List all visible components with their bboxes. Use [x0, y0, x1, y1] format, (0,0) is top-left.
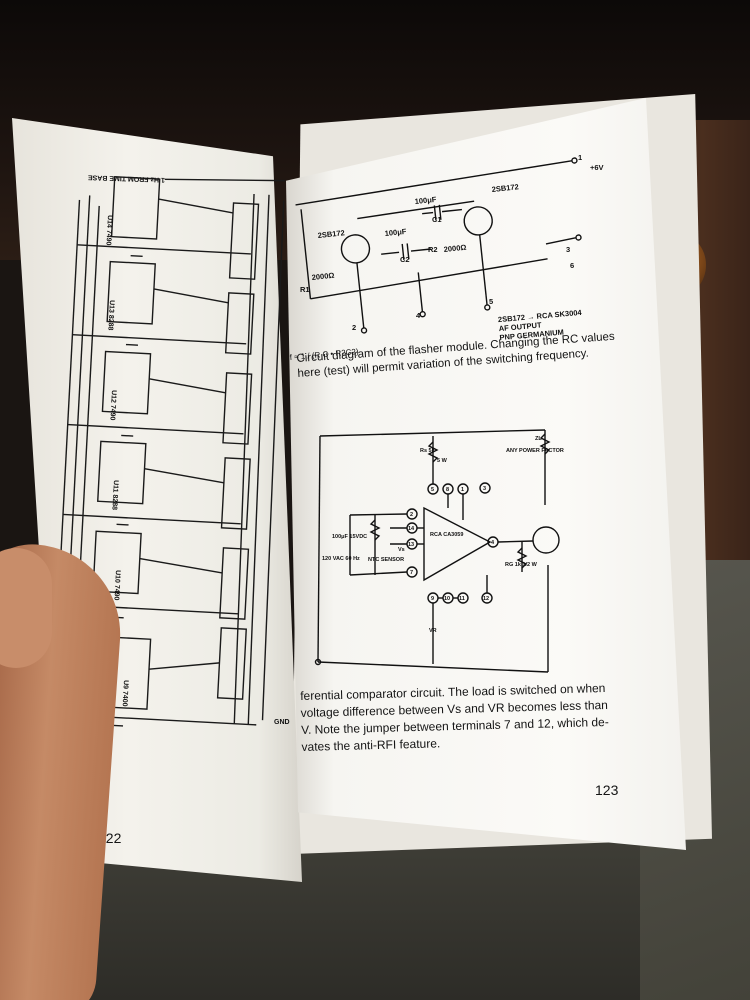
- chip-label-u11: U11 8288: [110, 480, 119, 510]
- terminal-5: 5: [489, 297, 493, 306]
- terminal-6: 6: [570, 261, 574, 270]
- r2-label: R2: [428, 245, 438, 254]
- vs-label: Vs: [398, 547, 405, 553]
- pin-7: 7: [410, 570, 413, 576]
- terminal-2: 2: [352, 323, 356, 332]
- transistor-left-label: 2SB172: [317, 228, 345, 240]
- note-line-2: AF OUTPUT: [498, 320, 542, 333]
- capacitor-label: 100μF 15VDC: [332, 534, 367, 540]
- r1-label: R1: [300, 285, 310, 294]
- terminal-1: 1: [578, 153, 582, 162]
- pin-10: 10: [444, 596, 450, 602]
- rg-label: RG 1k 1/2 W: [505, 562, 538, 568]
- chip-label-u12: U12 7490: [108, 390, 117, 421]
- chip-label-u14: U14 7490: [104, 215, 113, 246]
- right-page-number: 123: [595, 782, 619, 798]
- chip-label: RCA CA3059: [430, 532, 463, 538]
- r2-value: 2000Ω: [443, 243, 467, 254]
- pin-1: 1: [461, 487, 464, 493]
- pin-12: 12: [483, 596, 489, 602]
- time-base-label: 1 Hz FROM TIME BASE: [88, 173, 166, 183]
- pin-11: 11: [459, 596, 465, 602]
- pin-14: 14: [408, 526, 415, 532]
- transistor-right-label: 2SB172: [491, 182, 519, 194]
- vr-label: VR: [429, 628, 437, 634]
- gnd-label: GND: [274, 719, 290, 726]
- right-page: [286, 98, 686, 850]
- pin-9: 9: [431, 596, 434, 602]
- c1-value: 100μF: [414, 195, 437, 206]
- ac-supply-label: 120 VAC 60 Hz: [322, 556, 360, 562]
- pin-4: 4: [491, 540, 495, 546]
- pin-2: 2: [410, 512, 413, 518]
- terminal-3: 3: [566, 245, 570, 254]
- pin-8: 8: [446, 487, 449, 493]
- pin-3: 3: [483, 486, 486, 492]
- load-label: ANY POWER FACTOR: [506, 448, 564, 454]
- chip-label-u9: U9 7400: [121, 680, 129, 707]
- chip-label-u13: U13 8288: [106, 300, 115, 331]
- comparator-caption: ferential comparator circuit. The load i…: [300, 680, 622, 756]
- thumb: [0, 548, 52, 668]
- rs-label: Rs 5k: [420, 448, 436, 454]
- chip-label-u10: U10 7490: [112, 570, 121, 601]
- terminal-4: 4: [416, 311, 421, 320]
- r1-value: 2000Ω: [311, 271, 335, 282]
- pin-5: 5: [431, 487, 434, 493]
- supply-label: +6V: [590, 163, 604, 172]
- rs-watt: 5 W: [437, 458, 448, 464]
- load-symbol: ZL: [535, 436, 542, 442]
- c1-label: C1: [432, 215, 442, 224]
- c2-label: C2: [400, 255, 410, 264]
- pin-13: 13: [408, 542, 414, 548]
- ntc-label: NTC SENSOR: [368, 557, 404, 563]
- c2-value: 100μF: [384, 227, 407, 238]
